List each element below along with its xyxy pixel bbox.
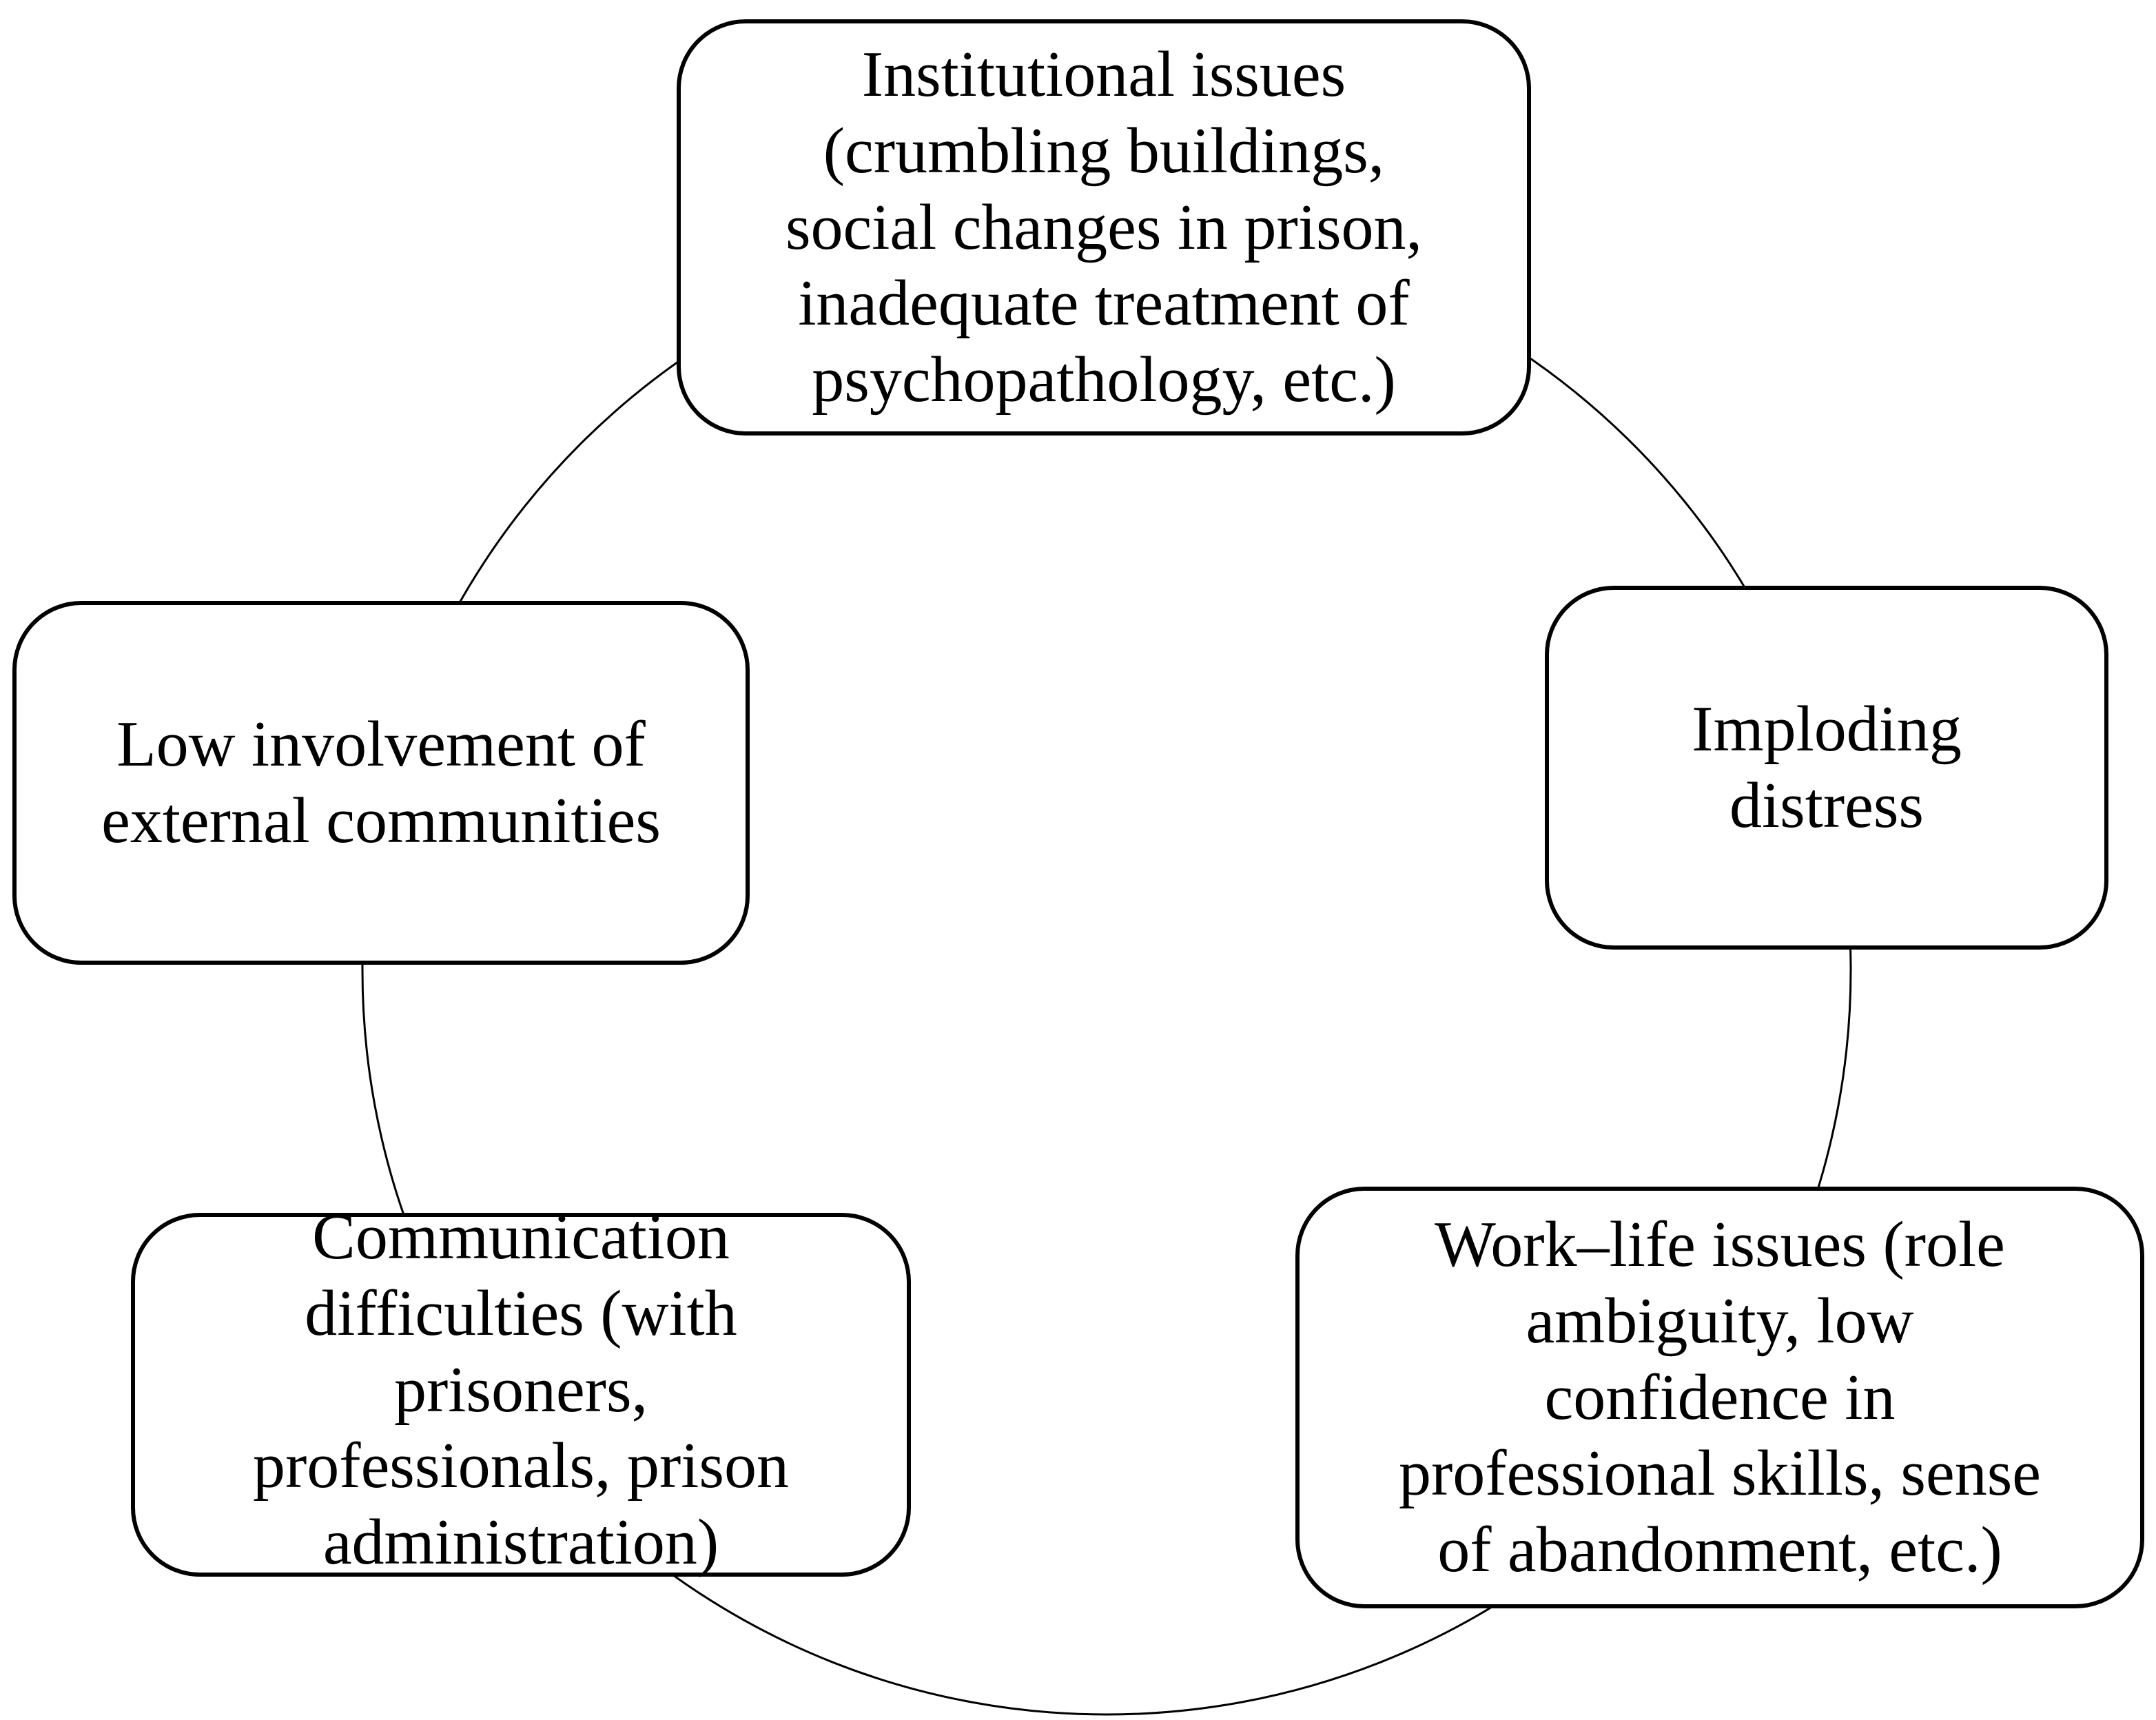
work-life-issues-label: Work–life issues (role ambiguity, low co…: [1398, 1208, 2042, 1586]
imploding-distress-box: Imploding distress: [1545, 586, 2108, 950]
low-involvement-box: Low involvement of external communities: [12, 601, 750, 965]
low-involvement-label: Low involvement of external communities: [101, 708, 661, 857]
communication-difficulties-label: Communication difficulties (with prisone…: [252, 1200, 790, 1579]
institutional-issues-box: Institutional issues (crumbling building…: [677, 19, 1531, 436]
imploding-distress-label: Imploding distress: [1692, 693, 1962, 841]
institutional-issues-label: Institutional issues (crumbling building…: [785, 38, 1423, 416]
work-life-issues-box: Work–life issues (role ambiguity, low co…: [1295, 1187, 2144, 1608]
communication-difficulties-box: Communication difficulties (with prisone…: [131, 1201, 911, 1578]
